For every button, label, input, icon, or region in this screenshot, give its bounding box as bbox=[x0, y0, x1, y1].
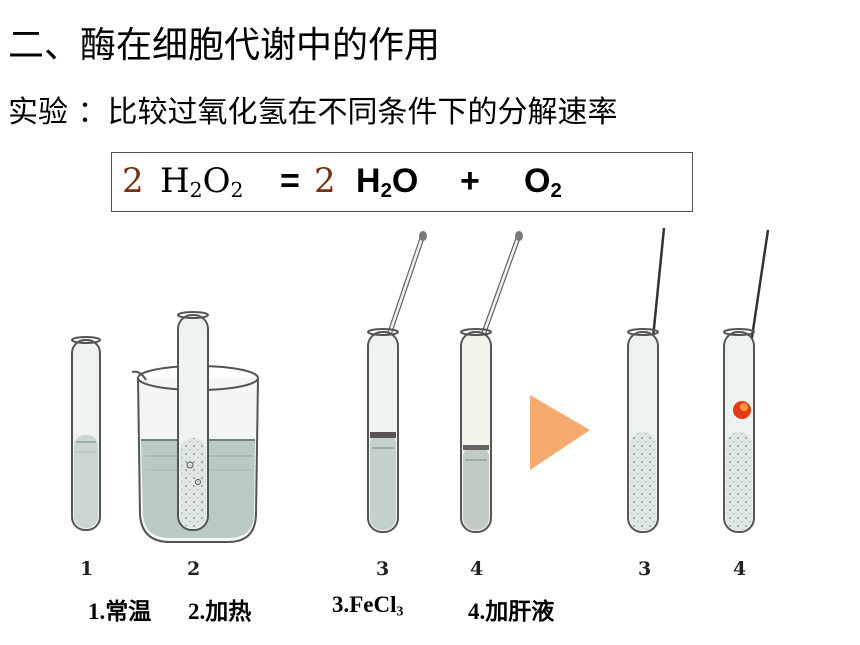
eq-coef-right: 2 bbox=[314, 161, 336, 201]
slide-heading: 二、酶在细胞代谢中的作用 bbox=[8, 25, 441, 66]
test-tube-2 bbox=[177, 311, 209, 531]
caption-heating: 2.加热 bbox=[188, 599, 252, 624]
eq-product-oxygen: O2 bbox=[524, 162, 562, 203]
eq-equals: = bbox=[280, 162, 300, 200]
eq-plus: + bbox=[460, 162, 480, 200]
experiment-illustration bbox=[71, 227, 770, 543]
test-tube-3 bbox=[367, 328, 399, 533]
caption-room-temperature: 1.常温 bbox=[88, 599, 152, 624]
glowing-splint-flame bbox=[733, 401, 751, 419]
dropper-3 bbox=[385, 231, 427, 341]
caption-liver-extract: 4.加肝液 bbox=[468, 599, 555, 624]
tube-number-3-result: 3 bbox=[638, 558, 652, 580]
tube-number-4: 4 bbox=[470, 558, 484, 580]
tube-number-3: 3 bbox=[376, 558, 390, 580]
chemical-equation: 2 H2O2 = 2 H2O + O2 bbox=[111, 152, 693, 212]
dropper-4 bbox=[479, 231, 523, 341]
eq-product-water: H2O bbox=[356, 162, 419, 203]
test-tube-3-result bbox=[627, 328, 659, 533]
eq-coef-left: 2 bbox=[122, 161, 144, 201]
eq-reactant: H2O2 bbox=[160, 161, 244, 203]
caption-fecl3: 3.FeCl3 bbox=[332, 592, 404, 619]
test-tube-1 bbox=[71, 336, 101, 531]
experiment-title: 实验 ：比较过氧化氢在不同条件下的分解速率 bbox=[8, 95, 618, 130]
tube-number-4-result: 4 bbox=[733, 558, 747, 580]
arrow-right-icon bbox=[530, 395, 590, 470]
tube-number-1: 1 bbox=[80, 558, 94, 580]
tube-number-2: 2 bbox=[187, 558, 201, 580]
test-tube-4 bbox=[460, 328, 492, 533]
test-tube-4-result bbox=[723, 328, 755, 533]
